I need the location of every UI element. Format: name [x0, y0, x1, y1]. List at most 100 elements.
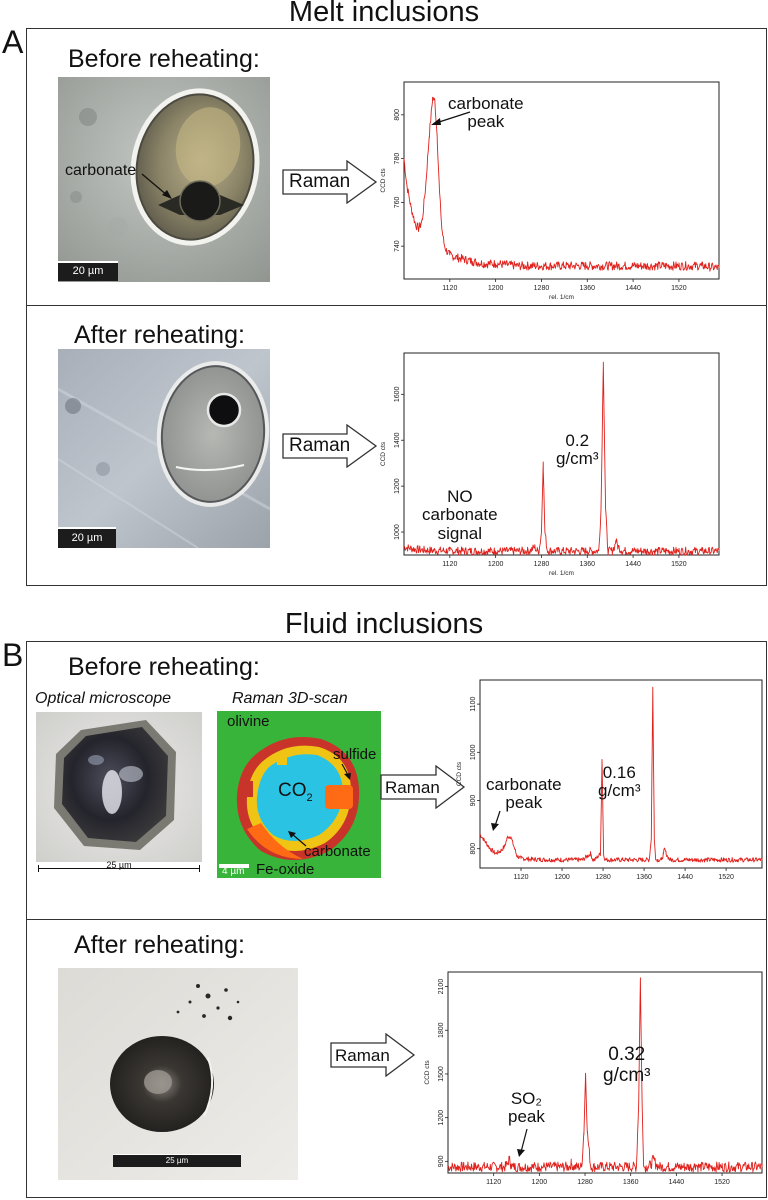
x-tick-label: 1440 [625, 561, 641, 568]
spectrum-line [479, 686, 763, 863]
carbonate-pointer-arrow [288, 831, 307, 847]
spectrum-line [447, 977, 763, 1173]
y-tick-label: 800 [394, 109, 401, 121]
x-tick-label: 1280 [577, 1179, 593, 1186]
spectrum-line [403, 361, 720, 556]
carbonate-map-label: carbonate [304, 843, 371, 860]
raman-arrow-label: Raman [385, 778, 440, 797]
peak-pointer-arrow [431, 111, 471, 125]
micrograph-a-after: 20 µm [58, 349, 270, 548]
x-tick-label: 1520 [671, 285, 687, 292]
row-title-a-before: Before reheating: [68, 45, 260, 73]
y-tick-label: 1400 [394, 432, 401, 448]
x-axis-label: rel. 1/cm [549, 570, 574, 577]
y-tick-label: 900 [438, 1155, 445, 1167]
x-tick-label: 1360 [579, 561, 595, 568]
raman-3d-map [217, 711, 381, 878]
raman-arrow-label: Raman [335, 1046, 390, 1065]
scale-bar: 25 µm [106, 860, 132, 870]
x-tick-label: 1120 [486, 1179, 501, 1186]
y-tick-label: 1000 [394, 524, 401, 540]
fe-oxide-label: Fe-oxide [256, 861, 315, 878]
y-tick-label: 1600 [394, 386, 401, 402]
y-tick-label: 1100 [470, 696, 477, 711]
panel-divider [26, 305, 767, 306]
y-axis-label: CCD cts [380, 441, 387, 466]
raman-arrow [282, 424, 378, 468]
x-tick-label: 1120 [442, 285, 457, 292]
raman-arrow [282, 160, 378, 204]
plot-frame [403, 352, 720, 556]
raman-arrow [330, 1033, 416, 1077]
plot-frame [447, 971, 763, 1174]
y-axis-label: CCD cts [424, 1060, 431, 1085]
y-axis-label: CCD cts [456, 761, 463, 786]
micrograph-b-optical: 25 µm [36, 712, 202, 877]
carbonate-label: carbonate [65, 162, 137, 179]
y-tick-label: 1200 [394, 478, 401, 494]
raman-3d-scan-label: Raman 3D-scan [232, 690, 348, 707]
section-title-fluid: Fluid inclusions [284, 608, 484, 640]
carbonate-pointer-arrow [141, 173, 172, 199]
x-tick-label: 1120 [513, 874, 528, 881]
section-title-melt: Melt inclusions [288, 0, 480, 28]
x-tick-label: 1440 [625, 285, 641, 292]
x-tick-label: 1440 [669, 1179, 685, 1186]
peak-pointer-arrow [491, 810, 501, 831]
row-title-b-after: After reheating: [74, 931, 245, 959]
raman-arrow-label: Raman [289, 435, 351, 456]
x-tick-label: 1520 [718, 874, 734, 881]
x-tick-label: 1280 [534, 285, 550, 292]
section-letter-b: B [2, 637, 24, 673]
row-title-a-after: After reheating: [74, 321, 245, 349]
optical-microscope-label: Optical microscope [35, 690, 172, 707]
x-tick-label: 1440 [677, 874, 693, 881]
scale-bar: 25 µm [113, 1154, 241, 1167]
x-tick-label: 1200 [488, 285, 504, 292]
panel-divider [26, 919, 767, 920]
x-tick-label: 1360 [623, 1179, 639, 1186]
plot-frame [403, 81, 720, 280]
y-tick-label: 1200 [438, 1110, 445, 1126]
y-tick-label: 780 [394, 153, 401, 165]
x-tick-label: 1200 [554, 874, 570, 881]
olivine-label: olivine [227, 713, 270, 730]
scale-bar: 20 µm [58, 527, 116, 548]
y-tick-label: 900 [470, 795, 477, 807]
sulfide-pointer-arrow [341, 763, 351, 780]
raman-arrow-label: Raman [289, 171, 351, 192]
micrograph-a-before: 20 µm [58, 77, 270, 282]
y-tick-label: 760 [394, 196, 401, 208]
scale-bar: 20 µm [58, 261, 118, 281]
spectrum-line [403, 96, 720, 272]
scale-bar: 4 µm [222, 866, 245, 877]
micrograph-b-after: 25 µm [58, 968, 298, 1180]
y-tick-label: 800 [470, 843, 477, 855]
co2-label: CO2 [278, 780, 313, 804]
y-tick-label: 1500 [438, 1066, 445, 1082]
y-axis-label: CCD cts [380, 168, 387, 193]
y-tick-label: 1000 [470, 744, 477, 760]
section-letter-a: A [2, 24, 24, 60]
x-tick-label: 1520 [714, 1179, 730, 1186]
x-tick-label: 1520 [671, 561, 687, 568]
x-tick-label: 1200 [488, 561, 504, 568]
plot-frame [479, 679, 763, 869]
row-title-b-before: Before reheating: [68, 653, 260, 681]
x-tick-label: 1360 [636, 874, 652, 881]
y-tick-label: 1800 [438, 1022, 445, 1038]
y-tick-label: 740 [394, 240, 401, 252]
raman-arrow [380, 765, 466, 809]
sulfide-label: sulfide [333, 746, 377, 763]
